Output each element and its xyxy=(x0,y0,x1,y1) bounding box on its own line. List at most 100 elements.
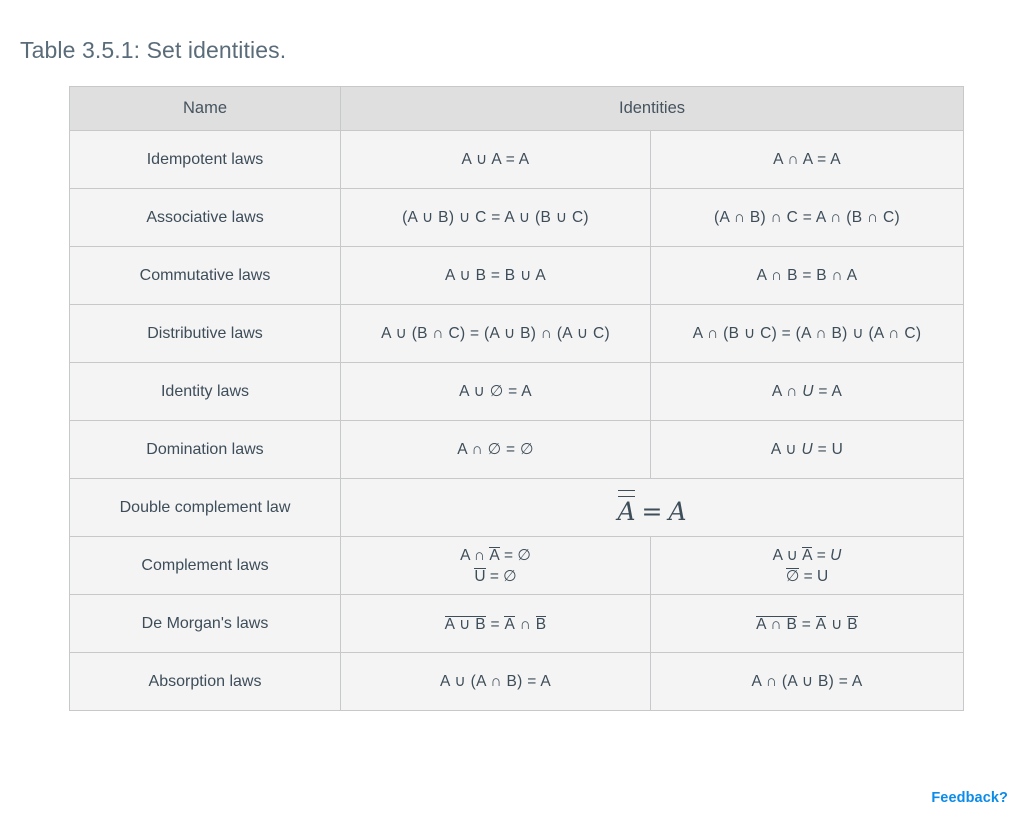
column-header-name: Name xyxy=(69,86,341,131)
table-row: Domination laws A ∩ ∅ = ∅ A ∪ U = U xyxy=(69,420,965,479)
table-row: Commutative laws A ∪ B = B ∪ A A ∩ B = B… xyxy=(69,246,965,305)
formula-suffix: = ∅ xyxy=(499,546,531,564)
overline-group: A ∪ B xyxy=(444,615,486,633)
formula-line: U = ∅ xyxy=(474,566,517,586)
overline-a: A xyxy=(489,546,500,564)
identity-cell-left: A ∪ (A ∩ B) = A xyxy=(340,652,651,711)
identity-cell-right: A ∪ A = U ∅ = U xyxy=(649,536,965,595)
identity-cell-left: (A ∪ B) ∪ C = A ∪ (B ∪ C) xyxy=(340,188,651,247)
equals-sign: = xyxy=(485,615,505,633)
identity-cell-right: A ∩ B = A ∪ B xyxy=(649,594,965,653)
formula-suffix: = xyxy=(812,546,831,564)
formula: A ∩ ∅ = ∅ xyxy=(457,441,534,458)
row-label-commutative: Commutative laws xyxy=(69,246,341,305)
identity-cell-right: A ∩ (A ∪ B) = A xyxy=(649,652,965,711)
row-label-idempotent: Idempotent laws xyxy=(69,130,341,189)
overline-emptyset: ∅ xyxy=(785,568,800,585)
double-overline-a: A xyxy=(617,490,636,524)
formula: A ∩ B = B ∩ A xyxy=(756,266,858,284)
table-row: Absorption laws A ∪ (A ∩ B) = A A ∩ (A ∪… xyxy=(69,652,965,711)
math-formula: A=A xyxy=(617,490,687,526)
formula-prefix: A ∪ xyxy=(770,441,802,458)
identity-cell-left: A ∩ ∅ = ∅ xyxy=(340,420,651,479)
formula-suffix: = U xyxy=(813,441,844,458)
formula-prefix: A ∩ xyxy=(460,546,490,564)
table-row: Double complement law A=A xyxy=(69,478,965,537)
overline-group: A ∩ B xyxy=(756,615,798,633)
operator: ∪ xyxy=(826,615,848,633)
table-row: Identity laws A ∪ ∅ = A A ∩ U = A xyxy=(69,362,965,421)
row-label-distributive: Distributive laws xyxy=(69,304,341,363)
table-header: Name Identities xyxy=(69,86,965,131)
operator: ∩ xyxy=(515,615,536,633)
formula: A ∩ (B ∪ C) = (A ∩ B) ∪ (A ∩ C) xyxy=(692,325,922,342)
identity-cell-left: A ∪ B = B ∪ A xyxy=(340,246,651,305)
identity-cell-right: A ∩ A = A xyxy=(649,130,965,189)
row-label-de-morgan: De Morgan's laws xyxy=(69,594,341,653)
formula-suffix: = U xyxy=(799,568,829,585)
formula-suffix: = A xyxy=(813,382,843,400)
row-label-domination: Domination laws xyxy=(69,420,341,479)
universal-set-symbol: U xyxy=(830,546,842,564)
identity-cell-double-complement: A=A xyxy=(339,478,965,537)
formula: (A ∩ B) ∩ C = A ∩ (B ∩ C) xyxy=(714,208,900,226)
formula: A ∩ U = A xyxy=(772,383,842,401)
table-row: Complement laws A ∩ A = ∅ U = ∅ A ∪ A = … xyxy=(69,536,965,595)
formula-stack: A ∩ A = ∅ U = ∅ xyxy=(341,545,650,587)
row-label-double-complement: Double complement law xyxy=(69,478,341,537)
formula-suffix: = ∅ xyxy=(485,568,517,585)
feedback-link[interactable]: Feedback? xyxy=(931,790,1008,806)
equals-sign: = xyxy=(641,497,663,526)
formula: A ∪ (B ∩ C) = (A ∪ B) ∩ (A ∪ C) xyxy=(381,325,610,342)
formula: (A ∪ B) ∪ C = A ∪ (B ∪ C) xyxy=(402,209,589,226)
identity-cell-left: A ∪ ∅ = A xyxy=(340,362,651,421)
identity-cell-left: A ∪ B = A ∩ B xyxy=(340,594,651,653)
formula: A ∪ ∅ = A xyxy=(459,383,532,400)
row-label-identity: Identity laws xyxy=(69,362,341,421)
table-row: De Morgan's laws A ∪ B = A ∩ B A ∩ B = A… xyxy=(69,594,965,653)
table-body: Idempotent laws A ∪ A = A A ∩ A = A Asso… xyxy=(69,130,965,711)
identity-cell-right: (A ∩ B) ∩ C = A ∩ (B ∩ C) xyxy=(649,188,965,247)
formula-prefix: A ∪ xyxy=(772,546,803,564)
formula-line: ∅ = U xyxy=(785,566,829,586)
column-header-identities: Identities xyxy=(339,86,965,131)
identity-cell-left: A ∩ A = ∅ U = ∅ xyxy=(340,536,651,595)
overline-a: A xyxy=(802,546,813,564)
overline-a: A xyxy=(815,615,827,633)
formula: A ∪ A = A xyxy=(461,151,530,168)
math-rhs: A xyxy=(668,497,687,526)
header-row: Name Identities xyxy=(69,86,965,131)
formula: A ∩ A = A xyxy=(773,150,841,168)
formula-prefix: A ∩ xyxy=(771,382,803,400)
row-label-complement: Complement laws xyxy=(69,536,341,595)
formula: A ∩ B = A ∪ B xyxy=(756,614,858,634)
universal-set-symbol: U xyxy=(801,441,814,458)
page-title: Table 3.5.1: Set identities. xyxy=(20,37,287,64)
equals-sign: = xyxy=(797,615,816,633)
row-label-associative: Associative laws xyxy=(69,188,341,247)
row-label-absorption: Absorption laws xyxy=(69,652,341,711)
overline-b: B xyxy=(847,615,858,633)
formula: A ∪ B = B ∪ A xyxy=(444,267,547,284)
overline-u: U xyxy=(474,568,486,585)
identity-cell-left: A ∪ (B ∩ C) = (A ∪ B) ∩ (A ∪ C) xyxy=(340,304,651,363)
formula: A ∩ (A ∪ B) = A xyxy=(751,673,863,690)
table-row: Distributive laws A ∪ (B ∩ C) = (A ∪ B) … xyxy=(69,304,965,363)
overline-b: B xyxy=(535,615,547,633)
formula-line: A ∪ A = U xyxy=(772,545,842,565)
identity-cell-right: A ∪ U = U xyxy=(649,420,965,479)
formula: A ∪ B = A ∩ B xyxy=(444,614,547,634)
table-row: Associative laws (A ∪ B) ∪ C = A ∪ (B ∪ … xyxy=(69,188,965,247)
overline-a: A xyxy=(504,615,516,633)
universal-set-symbol: U xyxy=(802,382,814,400)
formula: A ∪ U = U xyxy=(771,440,843,459)
table-row: Idempotent laws A ∪ A = A A ∩ A = A xyxy=(69,130,965,189)
identity-cell-right: A ∩ B = B ∩ A xyxy=(649,246,965,305)
set-identities-table: Name Identities Idempotent laws A ∪ A = … xyxy=(69,86,965,711)
formula-stack: A ∪ A = U ∅ = U xyxy=(651,545,963,587)
formula-line: A ∩ A = ∅ xyxy=(460,545,531,565)
identity-cell-right: A ∩ U = A xyxy=(649,362,965,421)
identity-cell-right: A ∩ (B ∪ C) = (A ∩ B) ∪ (A ∩ C) xyxy=(649,304,965,363)
formula: A ∪ (A ∩ B) = A xyxy=(440,673,551,690)
identity-cell-left: A ∪ A = A xyxy=(340,130,651,189)
